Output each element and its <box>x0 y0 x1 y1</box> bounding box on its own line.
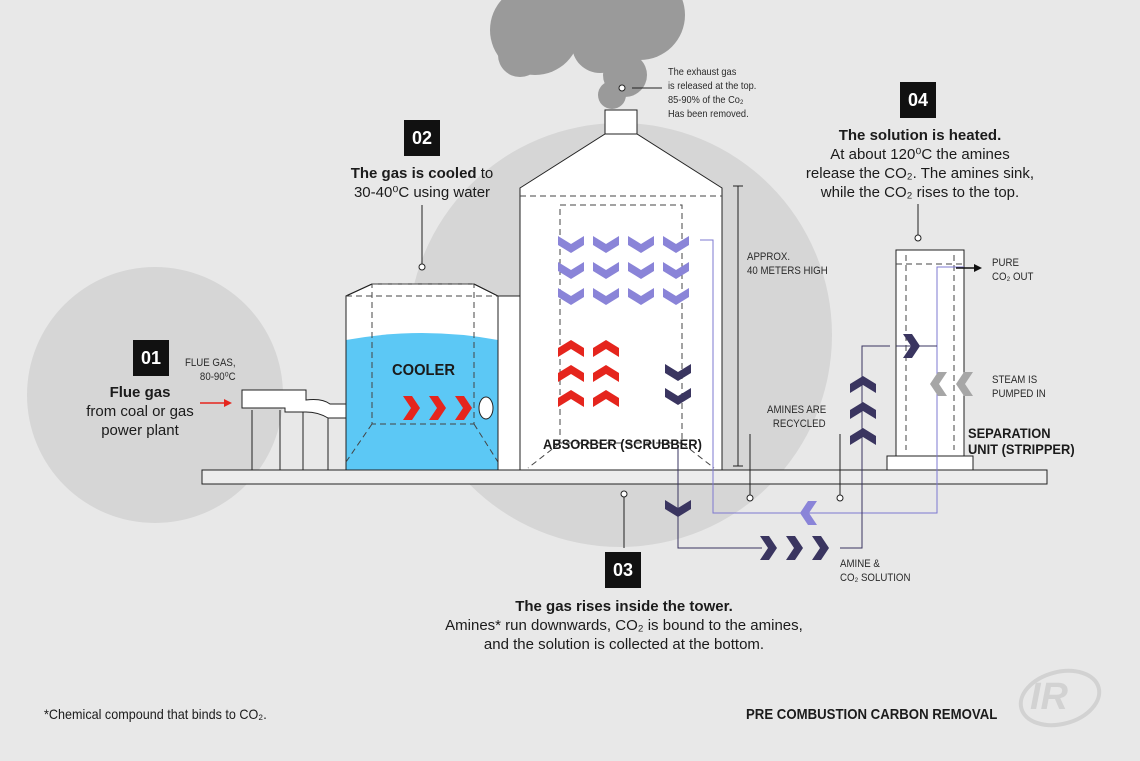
step-04-line3: while the CO₂ rises to the top. <box>820 184 1020 201</box>
height-label-l2: 40 METERS HIGH <box>747 265 828 277</box>
amines-recycled-l2: RECYCLED <box>772 418 826 430</box>
step-02-badge: 02 <box>404 120 440 156</box>
step-02-title-rest: to <box>476 165 494 182</box>
step-01-title: Flue gas <box>109 384 171 401</box>
amine-solution-label: AMINE & CO₂ SOLUTION <box>840 557 910 585</box>
solution-up-arrows <box>850 376 876 445</box>
step-03-line2: and the solution is collected at the bot… <box>483 636 765 653</box>
amines-recycled-label: AMINES ARE RECYCLED <box>767 403 826 431</box>
step-03-title: The gas rises inside the tower. <box>515 598 733 615</box>
exhaust-label: The exhaust gas is released at the top. … <box>668 65 756 121</box>
exhaust-label-l2: is released at the top. <box>668 80 757 92</box>
separation-l1: SEPARATION <box>968 425 1051 441</box>
flue-gas-label-l1: FLUE GAS, <box>185 357 236 369</box>
step-03-text: The gas rises inside the tower. Amines* … <box>424 597 824 654</box>
solution-right-arrows <box>760 536 829 560</box>
absorber-tower <box>519 109 723 471</box>
step-04-title: The solution is heated. <box>838 127 1002 144</box>
absorber-label: ABSORBER (SCRUBBER) <box>543 436 702 452</box>
flue-gas-label-l2: 80-90⁰C <box>199 371 236 383</box>
height-label: APPROX. 40 METERS HIGH <box>747 250 828 278</box>
separation-l2: UNIT (STRIPPER) <box>968 441 1075 457</box>
pure-co2-arrow <box>956 264 982 272</box>
step-01-line1: from coal or gas <box>86 403 194 420</box>
height-label-l1: APPROX. <box>747 251 791 263</box>
ir-logo-text: IR <box>1030 676 1068 718</box>
ground-platform <box>201 469 1048 485</box>
step-01-text: Flue gas from coal or gas power plant <box>40 383 240 440</box>
step-04-line2: release the CO₂. The amines sink, <box>805 165 1035 182</box>
inlet-duct <box>241 389 347 470</box>
step-02-text: The gas is cooled to 30-40⁰C using water <box>322 164 522 202</box>
exhaust-label-l4: Has been removed. <box>668 108 749 120</box>
steam-l2: PUMPED IN <box>992 388 1046 400</box>
pure-co2-l2: CO₂ OUT <box>992 271 1034 283</box>
step-03-badge: 03 <box>605 552 641 588</box>
footnote: *Chemical compound that binds to CO₂. <box>44 706 267 722</box>
flue-gas-label: FLUE GAS, 80-90⁰C <box>185 356 236 384</box>
step-04-badge: 04 <box>900 82 936 118</box>
separation-label: SEPARATION UNIT (STRIPPER) <box>968 425 1075 457</box>
cooler-unit <box>345 283 499 471</box>
step-04-text: The solution is heated. At about 120⁰C t… <box>790 126 1050 202</box>
step-01-line2: power plant <box>101 422 179 439</box>
smoke-cloud <box>490 0 685 109</box>
steam-label: STEAM IS PUMPED IN <box>992 373 1046 401</box>
steam-l1: STEAM IS <box>992 374 1038 386</box>
cooler-connector <box>497 295 521 471</box>
bg-circle-left <box>27 267 283 523</box>
step-01-badge: 01 <box>133 340 169 376</box>
step-04-line1: At about 120⁰C the amines <box>830 146 1010 163</box>
step-02-line1: 30-40⁰C using water <box>353 184 491 201</box>
exhaust-label-l1: The exhaust gas <box>668 66 737 78</box>
step-02-title: The gas is cooled <box>350 165 477 182</box>
ir-logo <box>1018 668 1102 728</box>
cooler-label: COOLER <box>392 362 455 379</box>
stripper-unit <box>886 249 974 471</box>
amine-solution-l2: CO₂ SOLUTION <box>840 572 911 584</box>
amine-solution-l1: AMINE & <box>840 558 880 570</box>
amines-recycled-l1: AMINES ARE <box>767 404 827 416</box>
exhaust-label-l3: 85-90% of the Co₂ <box>668 94 744 106</box>
footer-title: PRE COMBUSTION CARBON REMOVAL <box>746 706 998 723</box>
pure-co2-label: PURE CO₂ OUT <box>992 256 1033 284</box>
pure-co2-l1: PURE <box>992 257 1019 269</box>
leader-lines <box>418 84 922 548</box>
step-03-line1: Amines* run downwards, CO₂ is bound to t… <box>445 617 803 634</box>
flue-gas-arrow <box>200 399 232 407</box>
height-marker <box>733 185 743 467</box>
